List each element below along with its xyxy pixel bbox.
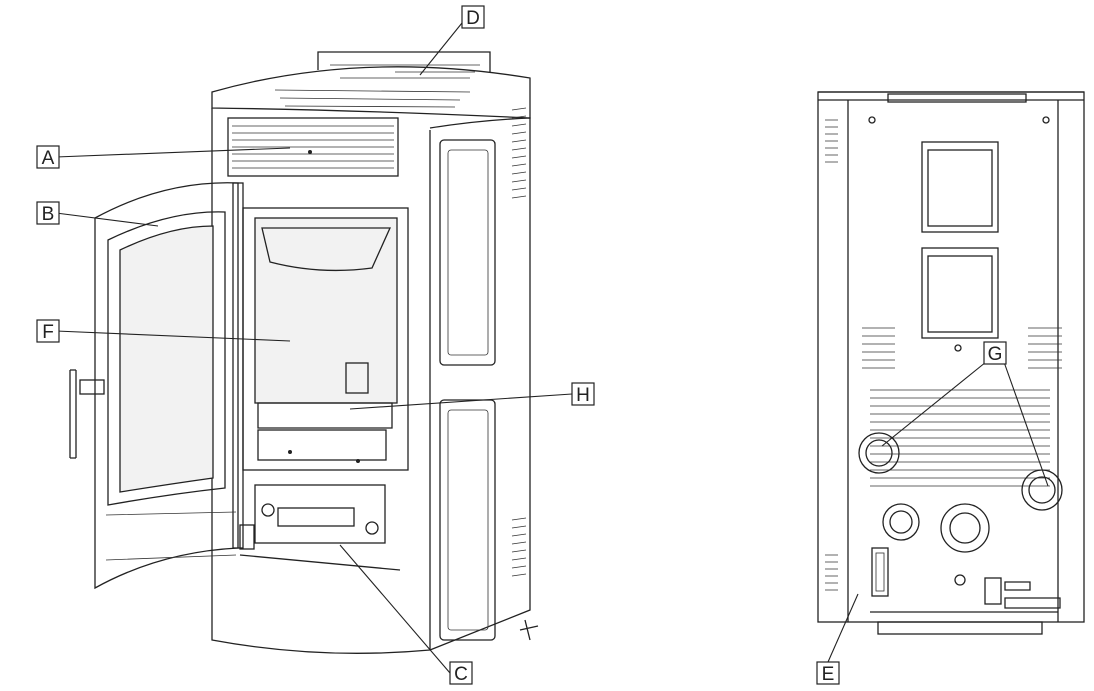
top-vent-frame xyxy=(227,117,399,177)
side-vent-upper xyxy=(511,107,527,199)
drawer-knob-left xyxy=(261,503,275,517)
lower-hinge xyxy=(239,524,255,550)
leader-d xyxy=(419,17,467,76)
open-door-outline xyxy=(94,182,239,590)
air-inlet-right xyxy=(1021,469,1063,511)
flue-outlet-main xyxy=(940,503,990,553)
top-lid xyxy=(317,51,491,72)
rear-base xyxy=(877,621,1043,635)
label-a: A xyxy=(36,145,60,169)
ash-lip-screw-right xyxy=(356,459,360,463)
rear-access-plate-lower-inner xyxy=(927,255,993,333)
leader-e xyxy=(827,593,859,663)
label-d: D xyxy=(461,5,485,29)
side-vent-lower xyxy=(511,517,527,577)
leader-c xyxy=(339,544,451,674)
side-panel-lower-inner xyxy=(447,409,489,631)
rear-center-screw xyxy=(954,344,962,352)
side-panel-upper xyxy=(439,139,496,366)
air-inlet-left-inner xyxy=(865,439,893,467)
label-e-text: E xyxy=(822,664,835,685)
door-glass xyxy=(119,225,214,493)
rear-side-rails xyxy=(847,100,1059,622)
leader-f xyxy=(55,330,291,342)
body-side-outline xyxy=(429,117,531,651)
rear-mount-right xyxy=(1042,116,1050,124)
leader-lines xyxy=(55,17,1049,674)
rear-switch-panel xyxy=(871,547,889,597)
rear-view-stove xyxy=(817,91,1085,635)
ash-drawer xyxy=(254,484,386,544)
label-d-text: D xyxy=(466,8,480,29)
rear-connectors xyxy=(1004,581,1061,609)
flue-outlet-left-inner xyxy=(889,510,913,534)
baffle-plate xyxy=(261,227,392,272)
rear-knob xyxy=(954,574,966,586)
leader-g-left xyxy=(881,361,987,447)
door-handle xyxy=(69,369,77,459)
rear-top-rail xyxy=(818,91,1084,101)
rear-mount-left xyxy=(868,116,876,124)
rear-top-bar xyxy=(887,93,1027,103)
label-b-text: B xyxy=(42,204,55,225)
top-lid-detail xyxy=(330,64,480,79)
top-grille xyxy=(274,89,471,108)
power-socket xyxy=(984,577,1002,605)
label-a-text: A xyxy=(42,148,55,169)
label-b: B xyxy=(36,201,60,225)
label-f: F xyxy=(36,319,60,343)
rear-side-grilles xyxy=(862,327,1062,369)
rear-left-lower-vents xyxy=(825,554,838,591)
label-h: H xyxy=(571,382,595,406)
ash-lip xyxy=(257,429,387,461)
drawer-knob-right xyxy=(365,521,379,535)
label-g-text: G xyxy=(988,344,1003,365)
label-e: E xyxy=(816,661,840,685)
ignition-port xyxy=(345,362,369,394)
callout-labels: A B F D H C G E xyxy=(36,5,1007,685)
stove-foot xyxy=(519,619,539,641)
leader-h xyxy=(349,393,573,410)
leader-g-right xyxy=(1003,361,1049,487)
burn-pot xyxy=(257,402,393,429)
stove-top-cap xyxy=(211,66,531,119)
rear-outline xyxy=(817,91,1085,623)
air-inlet-left xyxy=(858,432,900,474)
air-inlet-right-inner xyxy=(1028,476,1056,504)
label-f-text: F xyxy=(42,322,54,343)
door-handle-bracket xyxy=(79,379,105,395)
rear-left-vents xyxy=(825,119,838,163)
rear-access-plate-upper-inner xyxy=(927,149,993,227)
rear-access-plate-lower xyxy=(921,247,999,339)
front-base-line xyxy=(239,554,401,571)
vent-screw xyxy=(308,150,312,154)
top-vent-slats xyxy=(232,125,394,169)
label-g: G xyxy=(983,341,1007,365)
flue-outlet-main-inner xyxy=(949,512,981,544)
leader-a xyxy=(55,147,291,158)
firebox-interior xyxy=(254,217,398,404)
label-h-text: H xyxy=(576,385,590,406)
rear-access-plate-upper xyxy=(921,141,999,233)
front-view-stove xyxy=(69,51,539,654)
ash-lip-screw-left xyxy=(288,450,292,454)
side-panel-lower xyxy=(439,399,496,641)
label-c: C xyxy=(449,661,473,685)
flue-outlet-left xyxy=(882,503,920,541)
rear-switch-panel-inner xyxy=(875,552,885,592)
label-c-text: C xyxy=(454,664,468,685)
door-lower-lines xyxy=(105,511,237,561)
leader-b xyxy=(55,212,159,227)
side-panel-upper-inner xyxy=(447,149,489,356)
ash-drawer-handle xyxy=(277,507,355,527)
rear-main-grille xyxy=(870,389,1050,487)
body-front-outline xyxy=(211,108,431,654)
